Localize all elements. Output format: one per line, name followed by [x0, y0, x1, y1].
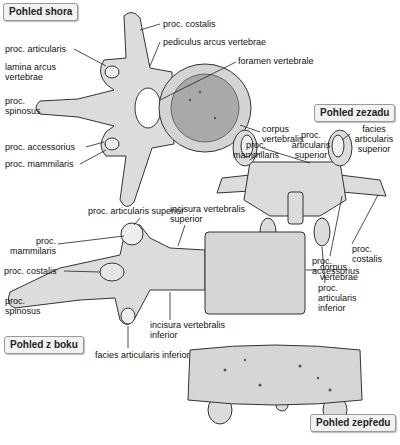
part-label: proc. costalis: [163, 19, 216, 29]
view-title: Pohled shora: [9, 6, 72, 18]
part-label: proc. accessorius: [5, 142, 75, 152]
part-label: facies articularis superior: [350, 124, 398, 154]
part-label: proc. mammilaris: [232, 140, 280, 160]
view-title: Pohled zepředu: [316, 417, 390, 429]
view-title-box: Pohled zezadu: [314, 104, 395, 122]
part-label: facies articularis inferior: [95, 350, 190, 360]
view-title-box: Pohled shora: [3, 3, 78, 21]
view-title-box: Pohled zepředu: [310, 414, 396, 432]
part-label: proc. mammilaris: [5, 159, 74, 169]
part-label: proc. articularis inferior: [318, 283, 374, 313]
part-label: proc. articularis superior: [283, 130, 339, 160]
part-label: proc. articularis superior: [88, 206, 184, 216]
part-label: proc. mammilaris: [6, 236, 56, 256]
part-label: proc. spinosus: [5, 96, 43, 116]
part-label: proc. costalis: [4, 266, 57, 276]
part-label: proc. articularis: [5, 44, 66, 54]
part-label: proc. costalis: [352, 244, 396, 264]
part-label: proc. spinosus: [5, 296, 45, 316]
view-title: Pohled zezadu: [320, 107, 389, 119]
view-title-box: Pohled z boku: [4, 336, 84, 354]
view-title: Pohled z boku: [10, 339, 78, 351]
part-label: corpus vertebrae: [320, 262, 372, 282]
part-label: incisura vertebralis superior: [170, 204, 260, 224]
part-label: lamina arcus vertebrae: [5, 62, 57, 82]
part-label: pediculus arcus vertebrae: [163, 37, 266, 47]
part-label: incisura vertebralis inferior: [150, 320, 246, 340]
part-label: foramen vertebrale: [238, 56, 314, 66]
